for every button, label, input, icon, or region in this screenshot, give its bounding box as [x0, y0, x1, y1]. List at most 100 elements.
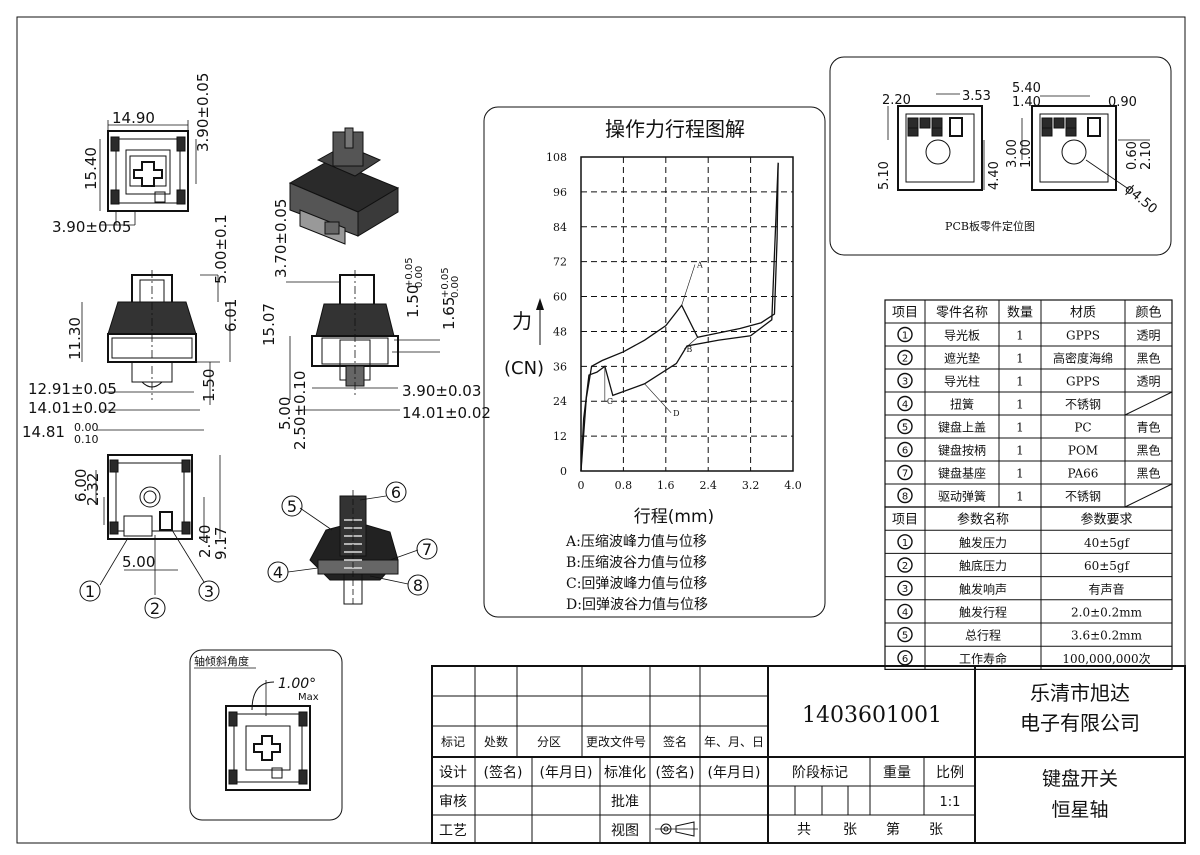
company-name-2: 电子有限公司 [1020, 711, 1140, 735]
legend-c: C:回弹波峰力值与位移 [566, 576, 707, 592]
table-header-cell: 颜色 [1135, 305, 1161, 321]
tilt-angle: 1.00° [278, 676, 316, 692]
table-cell: 1 [1016, 375, 1024, 389]
table-cell: 导光板 [944, 329, 980, 343]
table-cell: 总行程 [965, 628, 1001, 643]
rev-header-date: 年、月、日 [704, 735, 764, 749]
front-view [81, 270, 231, 431]
dim-width-1401: 14.01±0.02 [28, 399, 117, 417]
table-cell: 60±5gf [1084, 559, 1131, 573]
callout-1: 1 [85, 582, 95, 601]
row-standard-sign: (签名) [656, 764, 695, 781]
dim-390: 3.90±0.03 [402, 382, 481, 400]
table-cell: PA66 [1068, 467, 1099, 481]
dim-150-tol-up: +0.05 [404, 257, 415, 288]
company-name-1: 乐清市旭达 [1030, 681, 1130, 705]
row-approve-label: 批准 [611, 794, 639, 810]
pcb-dim-220: 2.20 [882, 93, 911, 108]
drawing-number: 1403601001 [802, 703, 942, 728]
row-index: 1 [902, 538, 908, 549]
table-cell: 1 [1016, 421, 1024, 435]
dim-600: 6.00 [72, 469, 90, 502]
x-tick-label: 3.2 [742, 479, 760, 492]
callout-circle [385, 481, 407, 503]
point-label: B [686, 345, 692, 354]
dim-150: 1.50 [404, 285, 422, 318]
row-index: 2 [902, 354, 908, 365]
table-cell: PC [1074, 421, 1091, 435]
row-standard-date: (年月日) [708, 765, 761, 781]
row-index: 5 [902, 631, 908, 642]
chart-frame [580, 156, 794, 472]
callout-2: 2 [150, 599, 160, 618]
table-cell: 1 [1016, 444, 1024, 458]
section-view [286, 270, 440, 411]
row-view-label: 视图 [611, 823, 639, 839]
rev-header-docno: 更改文件号 [586, 734, 646, 749]
dim-housing-height: 11.30 [66, 317, 84, 360]
dim-500-right: 5.00 [276, 397, 294, 430]
table-header-cell: 数量 [1007, 306, 1033, 321]
callout-4: 4 [273, 563, 283, 582]
dim-165: 1.65 [440, 297, 458, 330]
row-index-circle [897, 372, 913, 389]
rev-header-zone: 分区 [537, 735, 561, 749]
empty-cell-slash [1124, 483, 1173, 508]
table-cell: 1 [1016, 352, 1024, 366]
pcb-dim-353: 3.53 [962, 89, 991, 104]
dim-tol-upper: 0.00 [74, 421, 99, 434]
dim-165-tol-up: +0.05 [440, 267, 451, 298]
pcb-dim-510: 5.10 [877, 161, 892, 190]
table-cell: 透明 [1136, 375, 1160, 389]
legend-b: B:压缩波谷力值与位移 [566, 555, 707, 571]
table-cell: 黑色 [1136, 352, 1160, 366]
y-tick-label: 24 [553, 395, 567, 408]
row-index: 8 [902, 492, 908, 503]
series-line-2 [580, 162, 779, 472]
pcb-dim-210: 2.10 [1139, 141, 1154, 170]
callout-circle [79, 580, 101, 602]
table-cell: 不锈钢 [1065, 398, 1101, 412]
table-cell: 透明 [1136, 329, 1160, 343]
y-tick-label: 60 [553, 291, 567, 304]
row-craft-label: 工艺 [439, 823, 467, 839]
callout-circle [407, 574, 429, 596]
table-cell: 工作寿命 [959, 651, 1007, 666]
x-tick-label: 4.0 [784, 479, 802, 492]
scale-label: 比例 [936, 765, 964, 781]
bottom-view [95, 454, 221, 595]
tilt-title: 轴倾斜角度 [194, 654, 249, 668]
table-cell: 触底压力 [959, 558, 1007, 573]
table-cell: 键盘上盖 [938, 420, 986, 435]
weight-label: 重量 [883, 765, 911, 781]
table-cell: 触发响声 [959, 581, 1007, 596]
chart-xlabel: 行程(mm) [634, 507, 714, 527]
table-cell: 青色 [1136, 421, 1160, 435]
pcb-dim-100: 1.00 [1019, 139, 1034, 168]
table-frame [884, 506, 1173, 670]
y-tick-label: 72 [553, 256, 567, 269]
callout-8: 8 [413, 576, 423, 595]
callout-3: 3 [204, 582, 214, 601]
table-cell: 有声音 [1088, 581, 1124, 596]
pcb-dim-540: 5.40 [1012, 81, 1041, 96]
dim-150-tol-low: 0.00 [414, 266, 425, 288]
rev-header-mark: 标记 [441, 735, 465, 749]
dim-width-1291: 12.91±0.05 [28, 380, 117, 398]
row-index-circle [897, 326, 913, 343]
dim-bottom-top: 3.90±0.05 [52, 218, 131, 236]
table-cell: GPPS [1066, 329, 1100, 343]
table-cell: 1 [1016, 467, 1024, 481]
chart-ylabel-force: 力 [512, 309, 532, 333]
row-index-circle [897, 557, 913, 573]
stage-mark-label: 阶段标记 [792, 765, 848, 781]
point-label: D [673, 409, 679, 418]
row-design-sign: (签名) [484, 764, 523, 781]
x-tick-label: 0 [578, 479, 585, 492]
y-tick-label: 0 [560, 465, 567, 478]
tilt-max: Max [298, 692, 319, 703]
chart-ylabel-unit: (CN) [504, 358, 544, 379]
callout-circle [281, 495, 303, 517]
